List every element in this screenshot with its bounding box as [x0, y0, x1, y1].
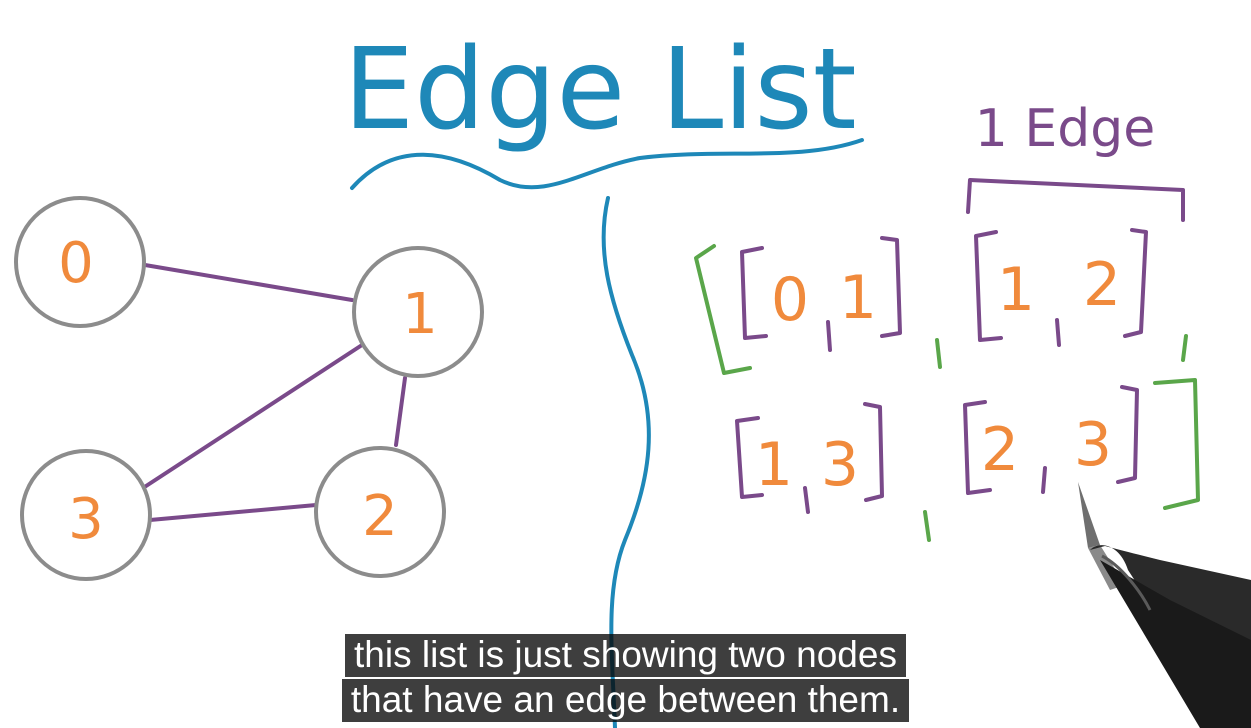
pair-1-3-first: 1 [755, 430, 793, 500]
subtitle-line-1: this list is just showing two nodes [0, 633, 1251, 677]
node-0-label: 0 [58, 231, 94, 296]
node-2-circle [314, 446, 446, 578]
node-1-label: 1 [402, 282, 438, 347]
title-underline [350, 138, 864, 190]
outer-open-bracket [694, 244, 752, 375]
edge-0-1 [143, 263, 354, 302]
pair-1-3-second: 3 [821, 430, 859, 500]
edge-pair-2-3: 2 3 [963, 385, 1139, 495]
pair-0-1-second: 1 [839, 263, 877, 333]
list-comma-1 [935, 338, 942, 369]
edge-pair-1-3: 1 3 [735, 402, 884, 514]
edge-1-2 [394, 376, 407, 447]
subtitle-line-2-text: that have an edge between them. [341, 679, 910, 722]
node-2-label: 2 [362, 484, 398, 549]
subtitle-line-1-text: this list is just showing two nodes [345, 634, 906, 677]
pair-0-1-first: 0 [771, 265, 809, 335]
node-3-label: 3 [68, 487, 104, 552]
edge-label-bracket [966, 178, 1185, 222]
title: Edge List [343, 25, 856, 155]
edge-pair-1-2: 1 2 [974, 228, 1148, 347]
pen-icon [1078, 482, 1251, 728]
edge-pair-0-1: 0 1 [740, 236, 902, 352]
pair-1-2-first: 1 [997, 255, 1035, 325]
subtitle-line-2: that have an edge between them. [0, 678, 1251, 722]
edge-label: 1 Edge [975, 99, 1155, 159]
node-3-circle [20, 449, 152, 581]
divider-line [601, 196, 651, 728]
edge-3-2 [148, 503, 318, 522]
pair-2-3-first: 2 [981, 415, 1019, 485]
edge-1-3 [141, 343, 364, 490]
list-comma-3 [923, 510, 931, 542]
pair-2-3-second: 3 [1074, 410, 1112, 480]
pair-1-2-second: 2 [1083, 250, 1121, 320]
outer-close-bracket [1153, 378, 1200, 510]
list-comma-2 [1181, 334, 1188, 362]
node-1-circle [352, 246, 484, 378]
node-0-circle [14, 196, 146, 328]
